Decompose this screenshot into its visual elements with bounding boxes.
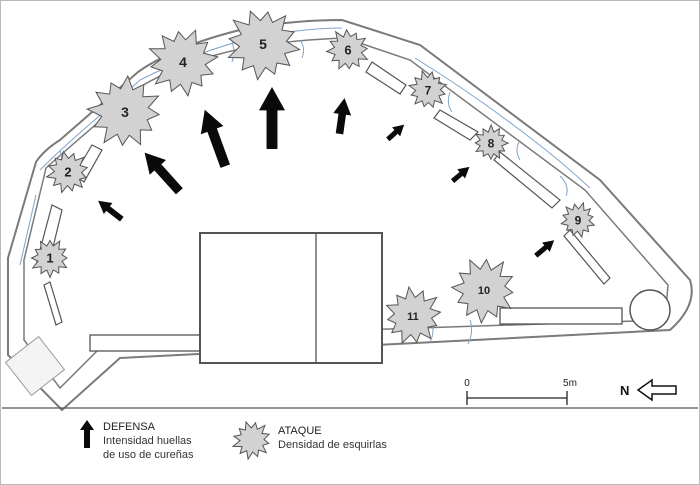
attack-burst-label-8: 8 <box>488 136 495 150</box>
attack-burst-label-5: 5 <box>259 36 267 52</box>
legend-defense-line1: Intensidad huellas <box>103 435 192 447</box>
round-tower <box>629 289 671 331</box>
central-building <box>199 232 383 364</box>
legend-defense-line2: de uso de cureñas <box>103 449 194 461</box>
attack-burst-label-7: 7 <box>425 83 432 97</box>
legend-attack-title: ATAQUE <box>278 425 322 437</box>
attack-burst-11 <box>385 285 442 345</box>
attack-burst-label-1: 1 <box>46 251 53 266</box>
attack-burst-9 <box>560 201 596 239</box>
lower-walkway-left <box>89 334 201 352</box>
attack-burst-10 <box>450 258 514 325</box>
legend-defense-title: DEFENSA <box>103 421 155 433</box>
defense-arrows <box>98 87 555 258</box>
scale-start-label: 0 <box>464 378 470 389</box>
defense-arrow-7 <box>450 166 470 184</box>
attack-burst-label-6: 6 <box>344 43 351 58</box>
scale-bar <box>466 391 568 405</box>
attack-burst-1 <box>30 239 68 279</box>
defense-arrow-8 <box>534 240 555 258</box>
defense-arrow-4 <box>259 87 285 149</box>
attack-bursts: 1 2 3 4 5 6 7 8 9 10 11 <box>30 10 596 345</box>
legend-defense: DEFENSA Intensidad huellas de uso de cur… <box>103 420 194 462</box>
lower-walkway-right <box>499 307 623 325</box>
defense-arrow-6 <box>386 124 405 142</box>
attack-burst-label-11: 11 <box>407 311 419 323</box>
attack-burst-6 <box>325 28 369 70</box>
north-arrow-icon <box>636 378 677 402</box>
legend-attack-line1: Densidad de esquirlas <box>278 439 387 451</box>
north-label: N <box>620 383 629 398</box>
defense-arrow-5 <box>333 98 352 135</box>
attack-burst-label-4: 4 <box>179 54 187 70</box>
attack-burst-label-3: 3 <box>121 104 129 120</box>
attack-burst-7 <box>407 69 448 109</box>
lower-left-bastion <box>4 335 66 397</box>
attack-burst-8 <box>474 123 510 161</box>
attack-burst-4 <box>148 29 219 97</box>
legend-attack-burst-icon <box>231 420 271 461</box>
defense-arrow-1 <box>98 200 124 222</box>
attack-burst-3 <box>85 74 161 147</box>
attack-burst-label-2: 2 <box>64 165 71 180</box>
scale-end-label: 5m <box>563 378 577 389</box>
attack-burst-5 <box>227 10 301 81</box>
attack-burst-label-9: 9 <box>575 213 582 227</box>
defense-arrow-3 <box>200 109 230 168</box>
legend-attack: ATAQUE Densidad de esquirlas <box>278 424 387 452</box>
attack-burst-label-10: 10 <box>478 285 490 297</box>
legend-defense-arrow-icon <box>80 420 94 448</box>
legend-burst-shape <box>231 420 271 461</box>
defense-arrow-2 <box>144 152 183 195</box>
attack-burst-2 <box>45 150 89 194</box>
